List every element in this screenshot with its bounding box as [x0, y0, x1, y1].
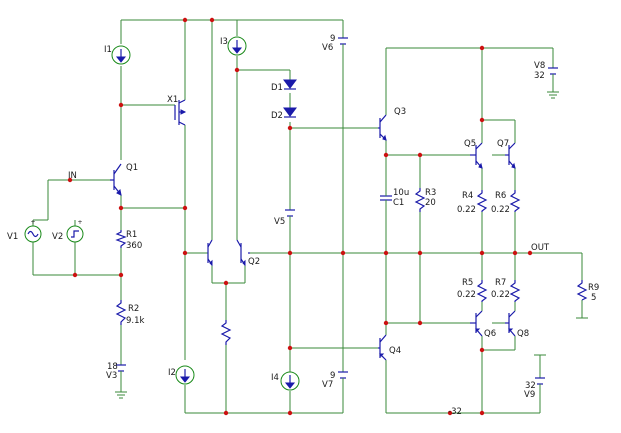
bjt-q6 [470, 310, 483, 337]
bjt-q2 [236, 239, 250, 267]
value-v8: 32 [534, 71, 545, 81]
label-q5: Q5 [464, 139, 476, 149]
label-r9: R9 [588, 283, 599, 293]
resistor-r2 [115, 300, 127, 325]
label-r6: R6 [495, 191, 506, 201]
label-q7: Q7 [497, 139, 509, 149]
label-q6: Q6 [484, 329, 496, 339]
resistor-r7 [509, 280, 521, 302]
diode-d2 [283, 107, 297, 118]
label-q2: Q2 [248, 257, 260, 267]
value-r1: 360 [126, 241, 142, 251]
bjt-q1 [110, 163, 122, 196]
label-d2: D2 [271, 111, 283, 121]
svg-text:+: + [30, 219, 35, 226]
battery-v6 [338, 37, 348, 48]
label-i3: I3 [220, 37, 228, 47]
resistor-r4 [476, 190, 488, 212]
bjt-q8 [505, 310, 516, 337]
label-q8: Q8 [517, 329, 529, 339]
bjt-q4 [378, 334, 387, 361]
value-r3: 20 [425, 198, 436, 208]
label-q4: Q4 [389, 346, 401, 356]
resistor-r3 [414, 188, 426, 212]
label-v2: V2 [52, 232, 63, 242]
label-i1: I1 [104, 45, 112, 55]
value-r5: 0.22 [457, 290, 476, 300]
label-v1: V1 [7, 232, 18, 242]
label-r1: R1 [126, 230, 137, 240]
bjt-q5 [470, 142, 483, 169]
current-source-i2 [175, 365, 195, 385]
label-v5: V5 [274, 217, 285, 227]
label-r7: R7 [495, 278, 506, 288]
labels: I1 X1 Q1 IN R1 360 V1 V2 R2 9.1k 18 V3 I… [7, 34, 599, 417]
label-v3: V3 [106, 371, 117, 381]
label-in: IN [68, 171, 77, 181]
current-source-i1 [111, 45, 131, 65]
label-i2: I2 [168, 368, 176, 378]
label-c1: C1 [393, 198, 404, 208]
bjt-q7 [505, 142, 516, 169]
bjt-pair-left [207, 239, 213, 267]
label-neg-rail: -32 [448, 407, 462, 417]
label-v7: V7 [322, 380, 333, 390]
value-r9: 5 [591, 293, 596, 303]
resistor-emitter-pair [220, 320, 232, 345]
voltage-source-v2: + [66, 219, 84, 243]
value-r6: 0.22 [491, 205, 510, 215]
battery-v7 [338, 371, 348, 384]
capacitor-c1 [380, 186, 392, 208]
label-i4: I4 [271, 373, 279, 383]
resistor-r6 [509, 190, 521, 212]
junctions [67, 17, 533, 416]
label-v9: V9 [524, 390, 535, 400]
battery-v8 [547, 67, 559, 99]
battery-v9 [534, 354, 546, 388]
resistor-r9 [576, 280, 588, 319]
value-v6: 9 [330, 34, 335, 44]
battery-v3 [115, 364, 127, 399]
label-r2: R2 [128, 304, 139, 314]
svg-text:+: + [77, 219, 82, 226]
value-r7: 0.22 [491, 290, 510, 300]
battery-v5 [285, 209, 295, 222]
label-r5: R5 [462, 278, 473, 288]
current-source-i3 [227, 36, 247, 56]
value-r4: 0.22 [457, 205, 476, 215]
value-v9: 32 [525, 381, 536, 391]
mosfet-x1 [174, 99, 187, 126]
wires [32, 19, 583, 414]
value-v3: 18 [107, 362, 118, 372]
value-r2: 9.1k [126, 316, 145, 326]
label-r3: R3 [425, 188, 436, 198]
label-q1: Q1 [126, 163, 138, 173]
label-r4: R4 [462, 191, 473, 201]
resistor-r5 [476, 280, 488, 302]
label-out: OUT [531, 243, 550, 253]
voltage-source-v1: + [24, 219, 42, 243]
current-source-i4 [280, 371, 300, 391]
label-v6: V6 [322, 43, 333, 53]
bjt-q3 [378, 114, 387, 141]
value-v7: 9 [330, 371, 335, 381]
diode-d1 [283, 79, 297, 90]
resistor-r1 [115, 230, 127, 248]
label-x1: X1 [167, 95, 178, 105]
label-v8: V8 [534, 61, 545, 71]
value-c1: 10u [393, 188, 409, 198]
label-q3: Q3 [394, 107, 406, 117]
label-d1: D1 [271, 83, 283, 93]
